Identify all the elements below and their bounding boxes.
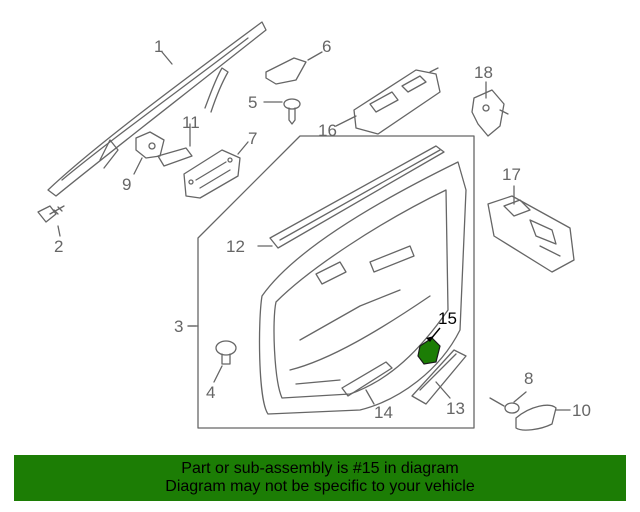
callout-9: 9 [122,175,131,194]
part-17-switch-assembly [487,195,575,273]
callout-14: 14 [374,403,393,422]
callout-2: 2 [54,237,63,256]
part-7-bracket [183,149,241,199]
part-14-lower-strip [341,361,393,397]
part-1-window-channel [47,21,267,197]
callout-12: 12 [226,237,245,256]
part-16-switch-module [353,67,441,135]
callout-15: 15 [438,309,457,328]
info-banner: Part or sub-assembly is #15 in diagram D… [14,455,626,501]
callout-18: 18 [474,63,493,82]
part-13-garnish [411,349,467,405]
part-11-pad [157,147,193,167]
callout-5: 5 [248,93,257,112]
callout-11: 11 [182,113,200,132]
part-15-highlighted [417,327,441,365]
callout-1: 1 [154,37,163,56]
part-8-screw [489,397,520,414]
banner-line-1: Part or sub-assembly is #15 in diagram [181,460,459,477]
callout-8: 8 [524,369,533,388]
banner-line-2: Diagram may not be specific to your vehi… [165,478,475,495]
callout-6: 6 [322,37,331,56]
callout-3: 3 [174,317,183,336]
part-18-bracket [471,89,509,137]
part-10-cover [515,404,557,431]
callout-7: 7 [248,129,257,148]
parts-diagram: 1 2 3 4 5 6 7 8 9 10 11 12 13 14 15 16 1… [37,21,591,431]
leader-lines [57,51,571,411]
part-2-screw [37,205,65,223]
callout-16: 16 [318,121,337,140]
part-5-screw [283,98,301,125]
part-12-upper-strip [269,145,445,249]
callout-4: 4 [206,383,215,402]
callout-10: 10 [572,401,591,420]
door-trim-panel [258,161,467,415]
part-9-clip [135,131,165,159]
callout-labels: 1 2 3 4 5 6 7 8 9 10 11 12 13 14 15 16 1… [54,37,591,422]
callout-13: 13 [446,399,465,418]
callout-17: 17 [502,165,521,184]
part-6-cover [265,57,307,85]
part-4-clip [215,340,237,365]
